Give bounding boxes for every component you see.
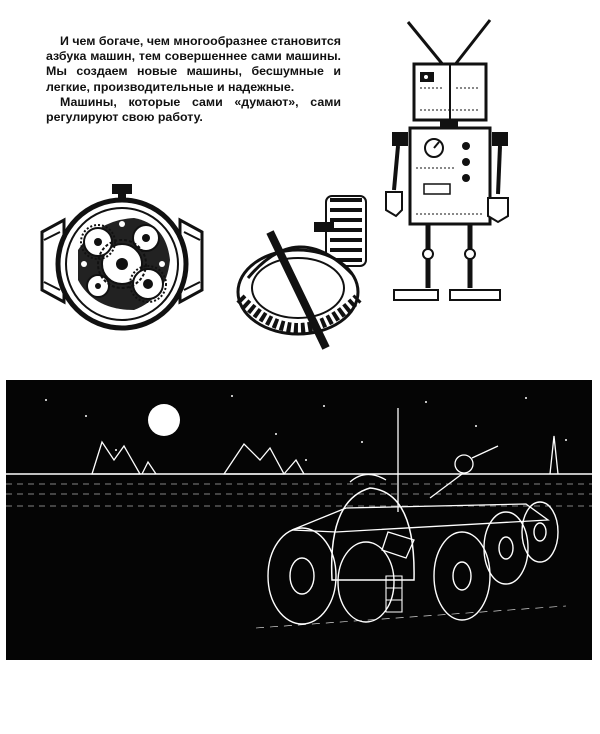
paragraph-1: И чем богаче, чем многообразнее становит… [46,34,341,94]
bevel-gear-illustration [236,195,367,350]
article-text: И чем богаче, чем многообразнее становит… [46,34,341,125]
lunar-rover-illustration [6,395,592,629]
paragraph-2: Машины, которые сами «думают», сами регу… [46,94,341,125]
lunar-scene [6,380,592,660]
robot-illustration [385,19,509,301]
wristwatch-illustration [40,184,204,331]
